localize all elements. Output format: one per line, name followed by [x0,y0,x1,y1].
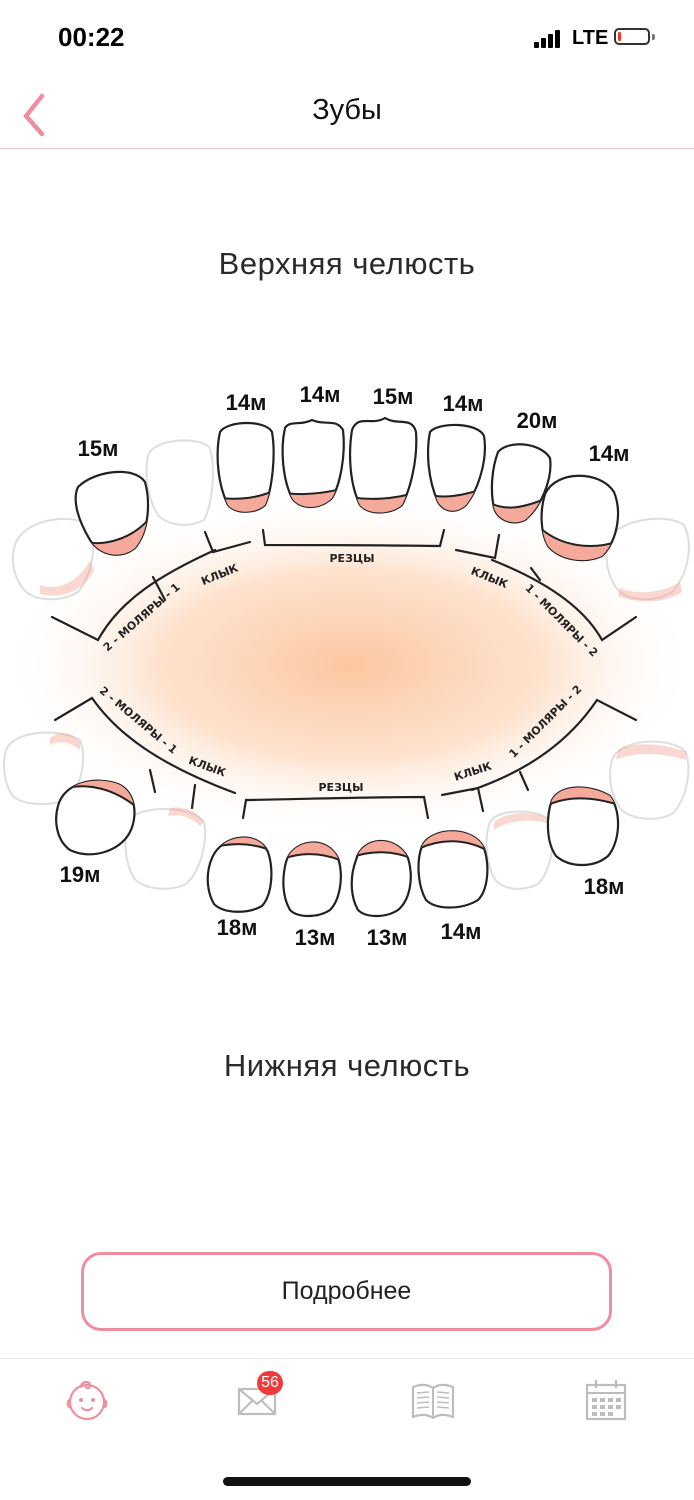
lower-tooth-1-age: 19м [60,862,101,887]
baby-face-icon [66,1380,108,1421]
upper-tooth-5-age: 14м [443,391,484,416]
status-time: 00:22 [58,22,125,52]
tab-bar: 56 [0,1358,694,1439]
upper-jaw-title: Верхняя челюсть [218,246,476,281]
upper-tooth-6-age: 20м [517,408,558,433]
upper-tooth-7-age: 14м [589,441,630,466]
tab-messages[interactable]: 56 [230,1371,290,1431]
home-indicator [223,1477,471,1486]
teeth-diagram: 2 - МОЛЯРЫ - 1 КЛЫК РЕЗЦЫ КЛЫК 1 - МОЛЯР… [0,382,694,950]
lower-tooth-2-age: 18м [217,915,258,940]
lower-tooth-4-age: 13м [367,925,408,950]
messages-badge: 56 [257,1371,283,1395]
back-button[interactable] [16,84,64,138]
label-incisors-upper: РЕЗЦЫ [330,552,375,565]
page-title: Зубы [312,94,382,126]
upper-tooth-4-age: 15м [373,384,414,409]
tab-baby[interactable] [57,1371,117,1431]
lower-tooth-6-age: 18м [584,874,625,899]
book-icon [411,1383,455,1420]
chevron-left-icon [23,93,45,137]
lower-tooth-3-age: 13м [295,925,336,950]
nav-bar: Зубы [0,76,694,149]
battery-icon [614,28,650,45]
calendar-icon [585,1380,627,1421]
tab-library[interactable] [403,1371,463,1431]
details-button[interactable]: Подробнее [81,1252,612,1331]
upper-tooth-3-age: 14м [300,382,341,407]
label-incisors-lower: РЕЗЦЫ [319,781,364,794]
lower-jaw-title: Нижняя челюсть [223,1048,471,1083]
signal-icon [534,30,564,48]
upper-tooth-1-age: 15м [78,436,119,461]
network-type: LTE [572,27,609,49]
lower-tooth-5-age: 14м [441,919,482,944]
tab-calendar[interactable] [576,1371,636,1431]
upper-tooth-2-age: 14м [226,390,267,415]
battery-cap [652,34,655,40]
status-bar: 00:22 LTE [0,0,694,76]
